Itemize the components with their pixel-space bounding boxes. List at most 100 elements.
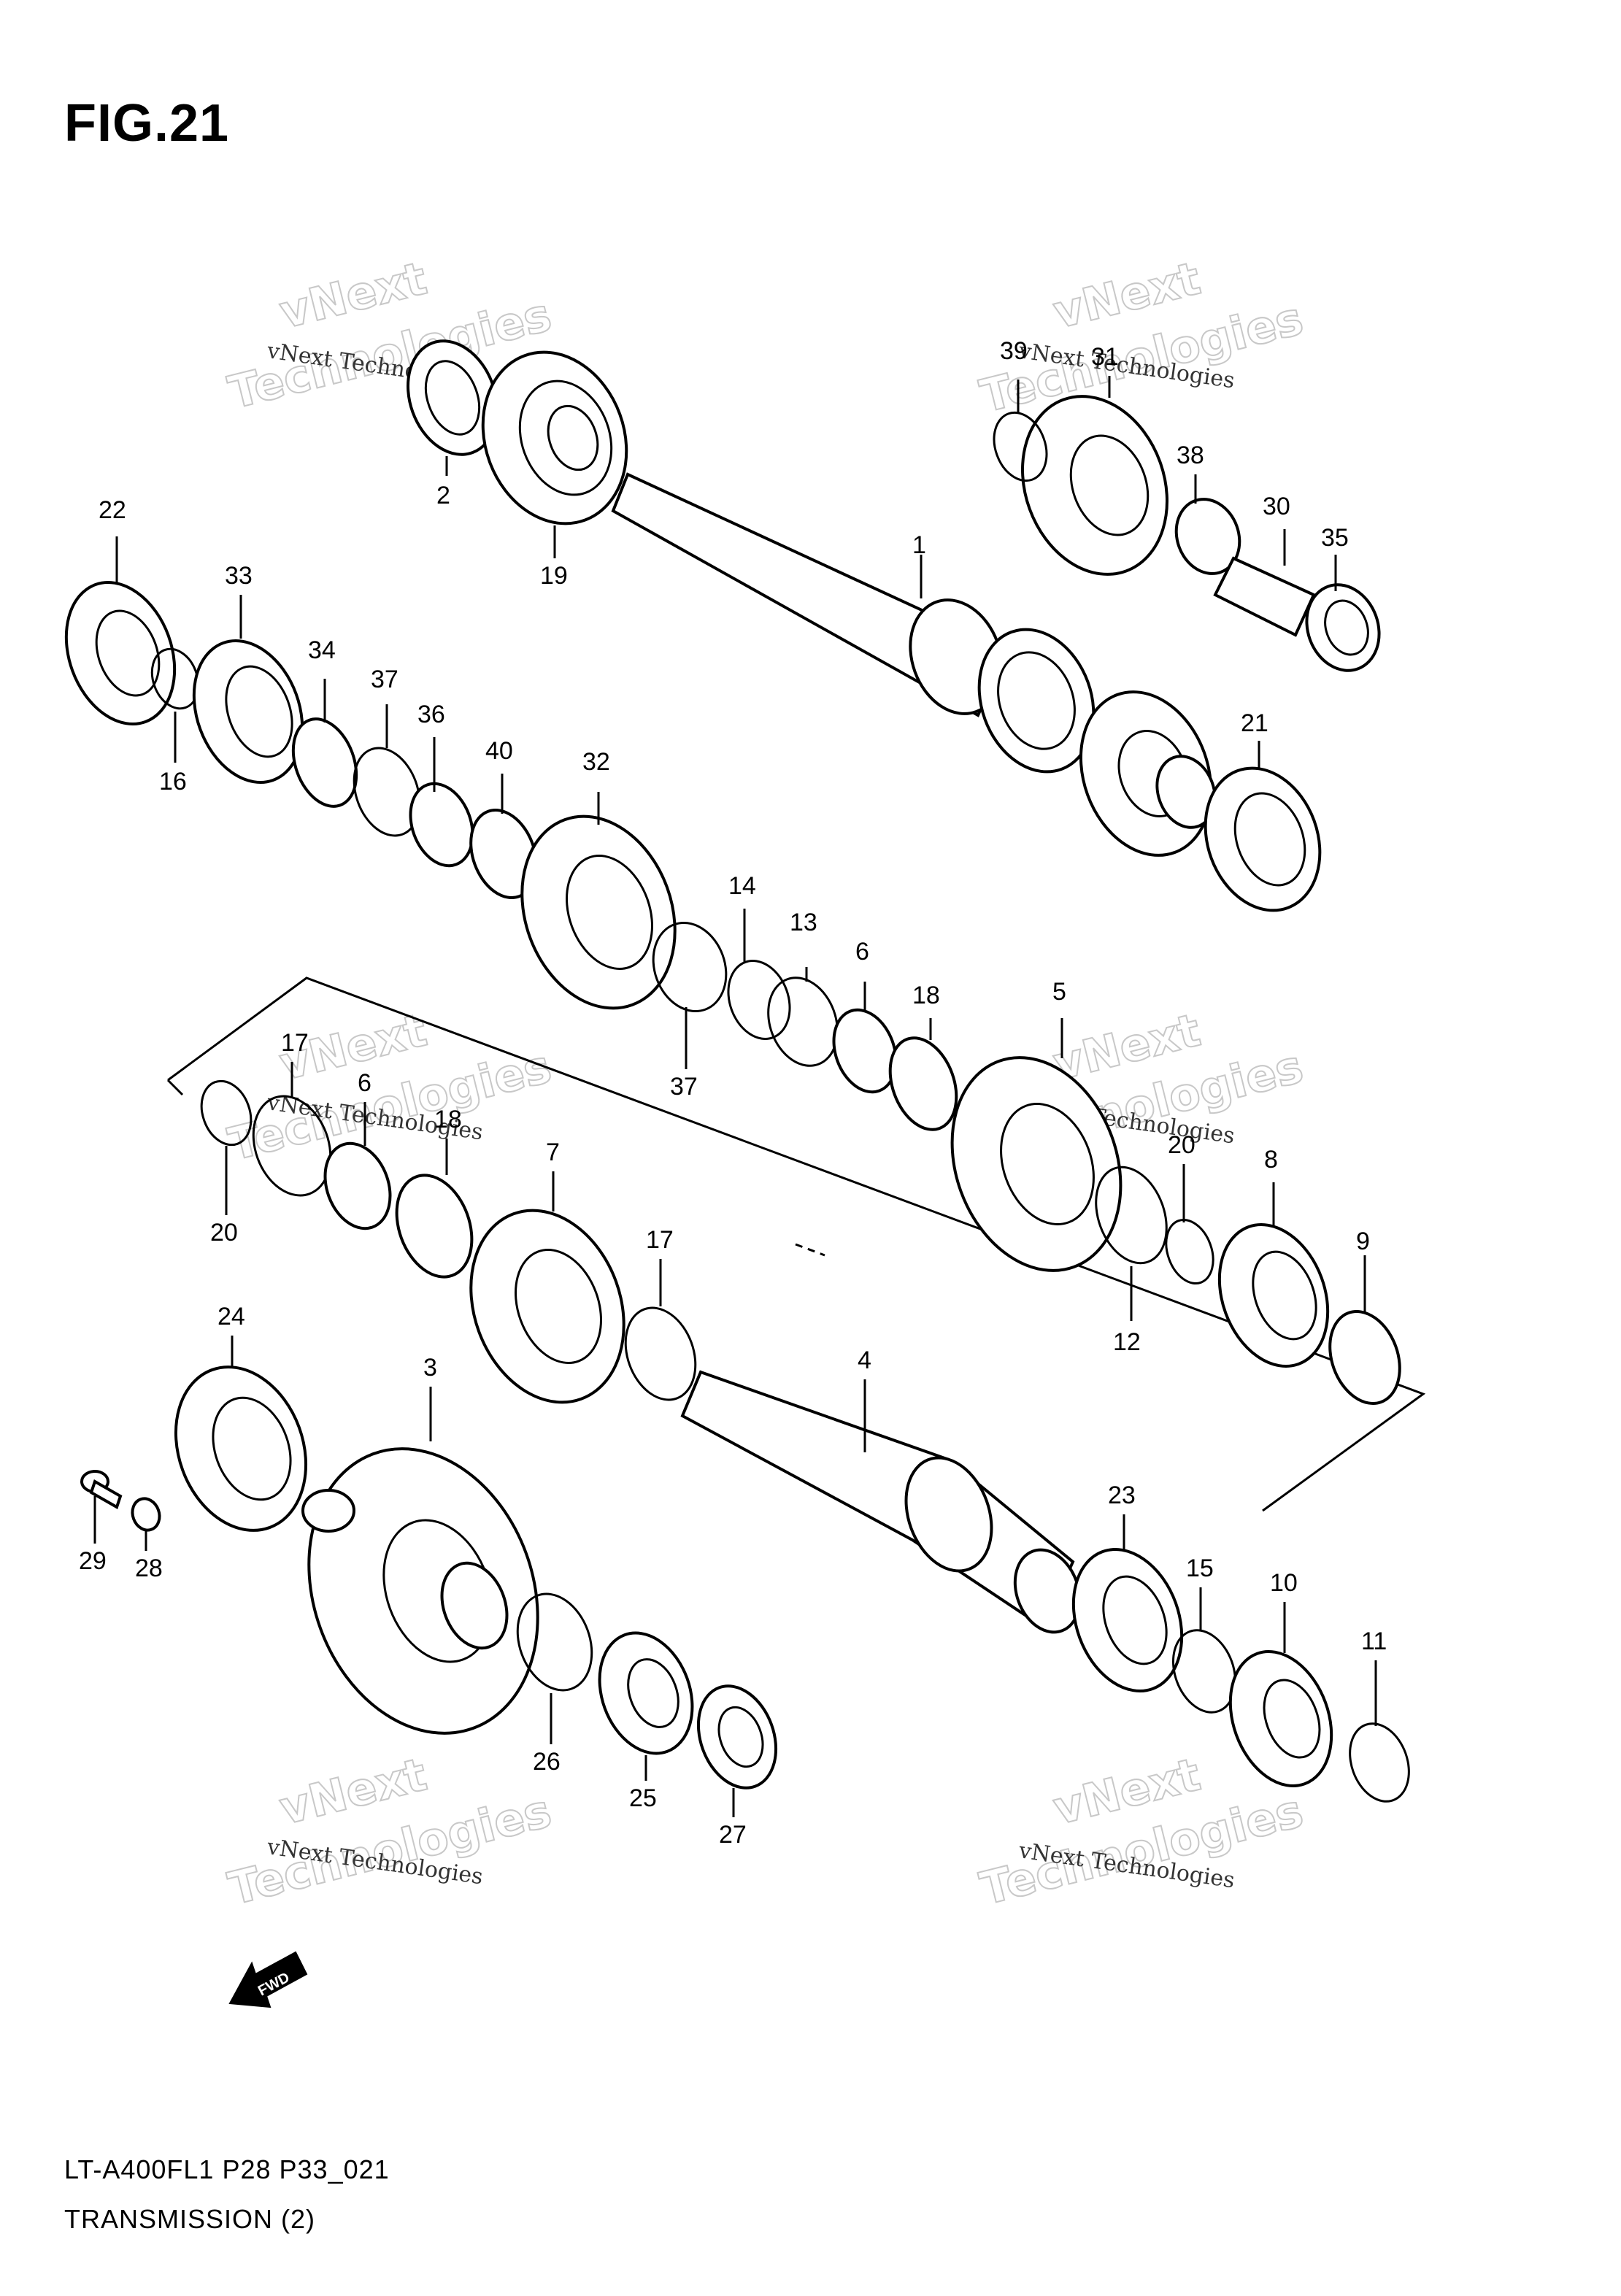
callout-25: 25 (629, 1784, 657, 1812)
callout-26: 26 (533, 1748, 561, 1776)
part-8-sleeve (1217, 1223, 1330, 1368)
callout-18-lower: 18 (434, 1106, 462, 1133)
part-14-washer (727, 960, 791, 1040)
callout-37: 37 (371, 666, 398, 693)
part-32-gear (520, 814, 677, 1010)
callout-1: 1 (912, 531, 926, 559)
part-17-washer-upper (252, 1095, 332, 1197)
part-22-bearing (64, 581, 177, 725)
part-37-washer-upper (353, 747, 421, 837)
callout-33: 33 (225, 562, 253, 590)
callout-15: 15 (1186, 1555, 1214, 1582)
part-25-bearing (598, 1631, 694, 1755)
watermark-bottom-left: vNext Technologies vNext Technologies (223, 1746, 557, 1916)
callout-5: 5 (1052, 978, 1066, 1006)
part-29-bolt (80, 1470, 123, 1509)
part-30-bushing (1213, 556, 1316, 637)
callout-29: 29 (79, 1547, 107, 1575)
part-17-washer-lower (624, 1306, 697, 1401)
callout-13: 13 (790, 909, 817, 936)
part-16-washer (150, 647, 200, 710)
part-21-bearing (1204, 766, 1322, 912)
callout-32: 32 (582, 748, 610, 776)
callout-39: 39 (1000, 337, 1028, 365)
part-35-washer (1305, 583, 1381, 672)
callout-30: 30 (1263, 493, 1290, 520)
callout-17-upper: 17 (281, 1029, 309, 1057)
part-23-bearing (1071, 1548, 1184, 1692)
part-3-gear (301, 1447, 539, 1735)
callout-19: 19 (540, 562, 568, 590)
part-18-needle-bearing-lower (395, 1174, 474, 1279)
part-15-washer (1171, 1629, 1237, 1714)
callout-3: 3 (423, 1354, 437, 1382)
part-19-bearing (481, 350, 628, 525)
part-11-circlip (1349, 1722, 1410, 1803)
part-39-circlip (993, 411, 1048, 482)
callout-14: 14 (728, 872, 756, 900)
part-9-bushing (1328, 1310, 1401, 1405)
watermark-bottom-right: vNext Technologies vNext Technologies (974, 1746, 1309, 1916)
part-40-needle-bearing (469, 808, 538, 900)
part-4-countershaft (680, 1370, 1082, 1634)
callout-6-upper: 6 (855, 938, 869, 966)
part-36-bushing (409, 782, 474, 868)
fwd-arrow-icon: FWD (228, 1951, 308, 2008)
callout-40: 40 (485, 737, 513, 765)
callout-10: 10 (1270, 1569, 1298, 1597)
callout-31: 31 (1091, 343, 1119, 371)
part-10-gear (1228, 1650, 1333, 1787)
callout-34: 34 (308, 636, 336, 664)
callout-numbers: 2 19 1 39 31 38 30 35 21 22 16 33 34 37 … (79, 337, 1387, 1849)
assembly-frame-dash (795, 1243, 825, 1257)
callout-6-lower: 6 (358, 1069, 371, 1097)
callout-16: 16 (159, 768, 187, 795)
callout-20-right: 20 (1168, 1131, 1195, 1159)
section-title: TRANSMISSION (2) (64, 2204, 316, 2234)
part-26-washer (516, 1592, 593, 1692)
part-27-oil-seal (696, 1684, 778, 1790)
model-code: LT-A400FL1 P28 P33_021 (64, 2154, 390, 2184)
part-31-gear (1021, 395, 1168, 576)
part-6-bushing-lower (323, 1141, 392, 1230)
part-20-circlip-right (1165, 1218, 1214, 1285)
part-20-circlip-left (200, 1079, 253, 1147)
callout-17-lower: 17 (646, 1226, 674, 1254)
callout-36: 36 (417, 701, 445, 728)
callout-27: 27 (719, 1821, 747, 1849)
callout-8: 8 (1264, 1146, 1278, 1174)
callout-23: 23 (1108, 1482, 1136, 1509)
part-34-bushing (291, 717, 358, 808)
part-6-bushing-upper (832, 1008, 898, 1094)
leader-lines (93, 376, 1377, 1817)
figure-title: FIG.21 (64, 94, 230, 153)
callout-18-upper: 18 (912, 982, 940, 1009)
callout-35: 35 (1321, 524, 1349, 552)
part-28-washer (131, 1497, 161, 1532)
part-33-sleeve (192, 639, 304, 784)
part-1-drive-shaft (611, 472, 1217, 857)
callout-38: 38 (1177, 442, 1204, 469)
callout-4: 4 (858, 1347, 871, 1374)
callout-7: 7 (546, 1139, 560, 1166)
callout-9: 9 (1356, 1228, 1370, 1255)
callout-37-lower: 37 (670, 1073, 698, 1101)
callout-2: 2 (436, 482, 450, 509)
assembly-frame (166, 976, 1426, 1512)
callout-24: 24 (217, 1303, 245, 1330)
callout-21: 21 (1241, 709, 1268, 737)
part-13-washer (767, 976, 839, 1067)
part-24-bearing (174, 1365, 308, 1532)
part-37-washer-lower (652, 921, 728, 1013)
callout-22: 22 (99, 496, 126, 524)
watermark-mid-left: vNext Technologies vNext Technologies (223, 1002, 557, 1171)
part-5-gear (950, 1056, 1123, 1272)
callout-28: 28 (135, 1555, 163, 1582)
part-18-needle-bearing-upper (888, 1036, 958, 1131)
part-7-gear (469, 1209, 625, 1404)
callout-20-left: 20 (210, 1219, 238, 1247)
callout-12: 12 (1113, 1328, 1141, 1356)
callout-11: 11 (1361, 1627, 1387, 1655)
part-12-washer (1095, 1166, 1168, 1265)
